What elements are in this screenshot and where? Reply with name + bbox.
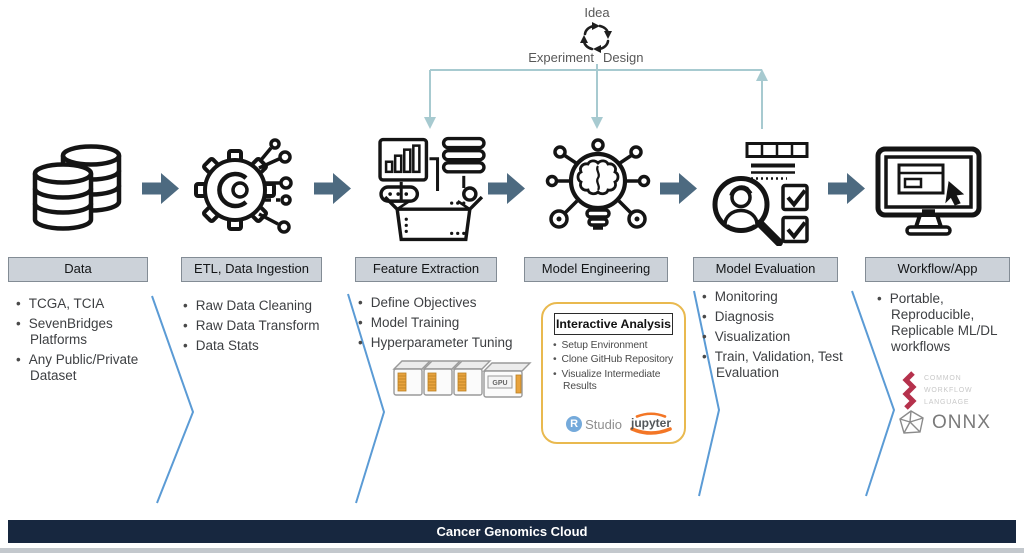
cwl-text-line: WORKFLOW — [924, 387, 973, 394]
interactive-analysis-bullet-list: Setup Environment Clone GitHub Repositor… — [553, 340, 678, 393]
bullet-item: Diagnosis — [702, 309, 844, 325]
bullet-item: Data Stats — [183, 338, 335, 354]
experiment-label: Experiment — [528, 50, 594, 65]
feature-extraction-bullet-list: Define Objectives Model Training Hyperpa… — [358, 295, 548, 355]
cwl-text-line: COMMON — [924, 375, 962, 382]
bottom-edge-strip — [0, 548, 1024, 553]
rstudio-r-icon: R — [566, 416, 583, 432]
bullet-item: Define Objectives — [358, 295, 548, 311]
bullet-item: Visualization — [702, 329, 844, 345]
stage-arrow-icon — [488, 173, 525, 204]
onnx-logo: ONNX — [898, 409, 991, 436]
stage-arrow-icon — [828, 173, 865, 204]
interactive-analysis-box: Interactive Analysis Setup Environment C… — [541, 302, 686, 444]
jupyter-text: jupyter — [630, 416, 671, 430]
interactive-analysis-title: Interactive Analysis — [554, 313, 673, 335]
bullet-item: Monitoring — [702, 289, 844, 305]
design-label: Design — [603, 50, 644, 65]
gpu-cards-icon: GPU — [392, 360, 532, 398]
bullet-item: Clone GitHub Repository — [553, 354, 678, 366]
stage-label-model-evaluation: Model Evaluation — [693, 257, 838, 282]
idea-label: Idea — [584, 5, 610, 20]
etl-bullet-list: Raw Data Cleaning Raw Data Transform Dat… — [183, 298, 335, 358]
rstudio-text: Studio — [585, 416, 622, 432]
magnifier-checklist-icon — [712, 142, 809, 246]
model-evaluation-bullet-list: Monitoring Diagnosis Visualization Train… — [702, 289, 844, 385]
database-icon — [32, 144, 122, 231]
up-arrowhead-icon — [756, 69, 768, 81]
stage-arrow-icon — [142, 173, 179, 204]
jupyter-logo: jupyter — [630, 412, 672, 435]
down-arrowhead-icon — [591, 117, 603, 129]
stage-label-model-engineering: Model Engineering — [524, 257, 668, 282]
onnx-text: ONNX — [932, 411, 991, 433]
bullet-item: Portable, Reproducible, Replicable ML/DL… — [877, 291, 1007, 355]
workflow-app-bullet-list: Portable, Reproducible, Replicable ML/DL… — [877, 291, 1007, 359]
stage-label-data: Data — [8, 257, 148, 282]
stage-label-etl: ETL, Data Ingestion — [181, 257, 322, 282]
rstudio-logo: R Studio — [566, 416, 622, 432]
bullet-item: Hyperparameter Tuning — [358, 335, 548, 351]
cancer-genomics-cloud-bar: Cancer Genomics Cloud — [8, 520, 1016, 543]
bullet-item: TCGA, TCIA — [16, 296, 156, 312]
gear-circuit-icon — [194, 138, 293, 234]
bullet-item: Model Training — [358, 315, 548, 331]
gpu-text: GPU — [492, 380, 507, 387]
cwl-logo: COMMON WORKFLOW LANGUAGE — [902, 370, 972, 412]
bullet-item: Raw Data Transform — [183, 318, 335, 334]
cycle-arrows-icon — [580, 22, 612, 53]
bullet-item: SevenBridges Platforms — [16, 316, 156, 348]
stage-arrow-icon — [660, 173, 697, 204]
stage-arrow-icon — [314, 173, 351, 204]
cwl-zigzag-icon — [902, 371, 917, 410]
onnx-icon — [899, 410, 924, 434]
bulb-brain-icon — [545, 138, 651, 230]
bullet-item: Raw Data Cleaning — [183, 298, 335, 314]
bullet-item: Any Public/Private Dataset — [16, 352, 156, 384]
bullet-item: Setup Environment — [553, 340, 678, 352]
bullet-item: Train, Validation, Test Evaluation — [702, 349, 844, 381]
data-bullet-list: TCGA, TCIA SevenBridges Platforms Any Pu… — [16, 296, 156, 388]
down-arrowhead-icon — [424, 117, 436, 129]
open-box-data-icon — [378, 136, 486, 242]
monitor-cursor-icon — [875, 146, 982, 236]
stage-label-feature-extraction: Feature Extraction — [355, 257, 497, 282]
stage-label-workflow-app: Workflow/App — [865, 257, 1010, 282]
bullet-item: Visualize Intermediate Results — [553, 369, 678, 394]
cwl-text-line: LANGUAGE — [924, 399, 970, 406]
